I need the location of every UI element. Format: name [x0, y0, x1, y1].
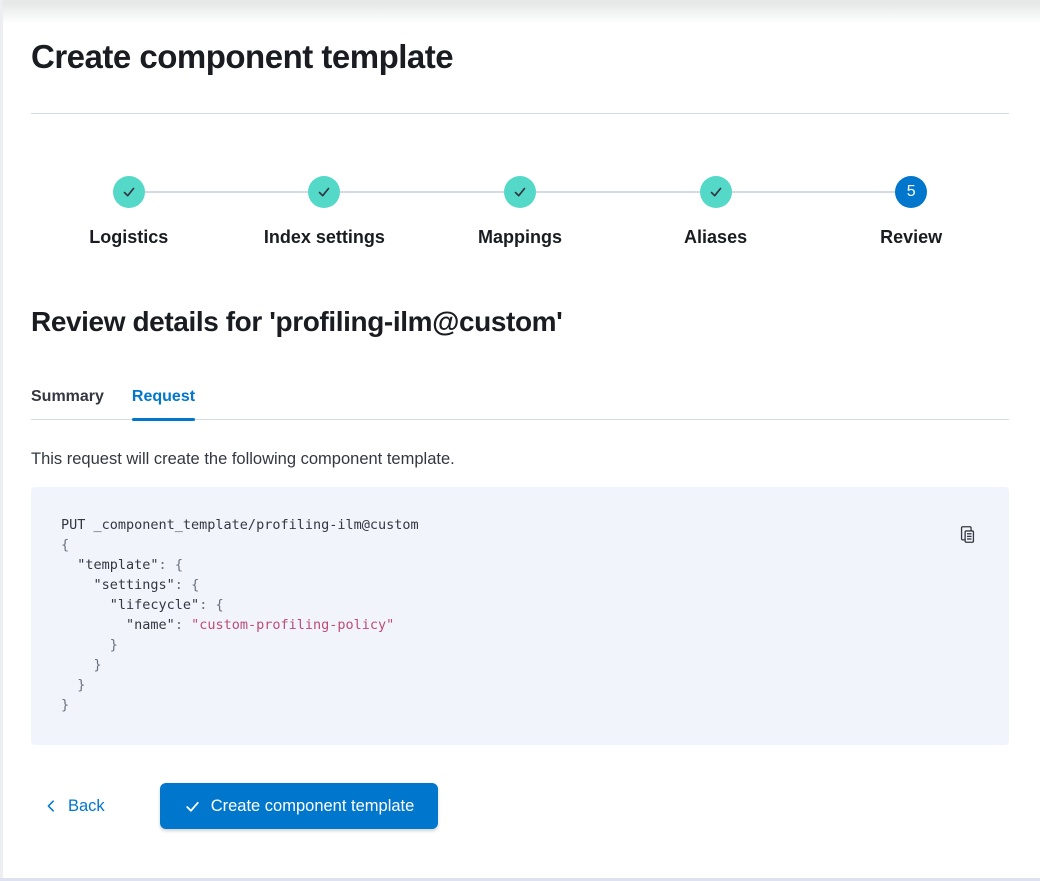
- step-mappings[interactable]: Mappings: [422, 176, 618, 248]
- step-aliases[interactable]: Aliases: [618, 176, 814, 248]
- step-label: Review: [880, 227, 943, 247]
- code-line: }: [61, 637, 118, 653]
- copy-clipboard-icon: [958, 526, 977, 547]
- code-line: "name": "custom-profiling-policy": [126, 617, 395, 633]
- title-divider: [31, 113, 1009, 114]
- code-line: }: [61, 657, 102, 673]
- step-complete-check-icon[interactable]: [503, 176, 536, 208]
- page-title: Create component template: [31, 38, 454, 75]
- step-complete-check-icon[interactable]: [112, 176, 145, 208]
- step-label: Aliases: [684, 227, 748, 247]
- create-component-template-button[interactable]: Create component template: [159, 783, 439, 829]
- copy-to-clipboard-button[interactable]: [956, 523, 979, 546]
- step-label: Mappings: [477, 227, 562, 247]
- code-line: }: [61, 677, 86, 693]
- back-button-label: Back: [68, 796, 105, 815]
- tab-summary[interactable]: Summary: [31, 388, 104, 405]
- code-line: "template": {: [77, 557, 183, 573]
- review-heading: Review details for 'profiling-ilm@custom…: [31, 306, 563, 337]
- step-complete-check-icon[interactable]: [308, 176, 341, 208]
- step-index-settings[interactable]: Index settings: [227, 176, 423, 248]
- code-line: "lifecycle": {: [109, 597, 224, 613]
- code-line: }: [61, 697, 70, 713]
- back-button[interactable]: Back: [31, 785, 118, 828]
- step-complete-check-icon[interactable]: [699, 176, 732, 208]
- footer-actions: Back Create component template: [31, 783, 1009, 829]
- code-line: "settings": {: [93, 577, 200, 593]
- step-logistics[interactable]: Logistics: [31, 176, 227, 248]
- code-line: {: [61, 537, 70, 553]
- tab-bar: Summary Request: [31, 385, 1009, 421]
- request-code-block: PUT _component_template/profiling-ilm@cu…: [31, 487, 1009, 745]
- chevron-left-icon: [44, 799, 58, 813]
- step-number-badge[interactable]: 5: [895, 176, 928, 208]
- code-line: PUT _component_template/profiling-ilm@cu…: [61, 517, 419, 533]
- create-button-label: Create component template: [210, 796, 415, 815]
- code-content: PUT _component_template/profiling-ilm@cu…: [61, 515, 979, 715]
- step-label: Logistics: [89, 227, 169, 247]
- request-description: This request will create the following c…: [31, 450, 455, 468]
- step-label: Index settings: [263, 227, 385, 247]
- check-icon: [184, 798, 201, 815]
- tab-request[interactable]: Request: [131, 385, 196, 421]
